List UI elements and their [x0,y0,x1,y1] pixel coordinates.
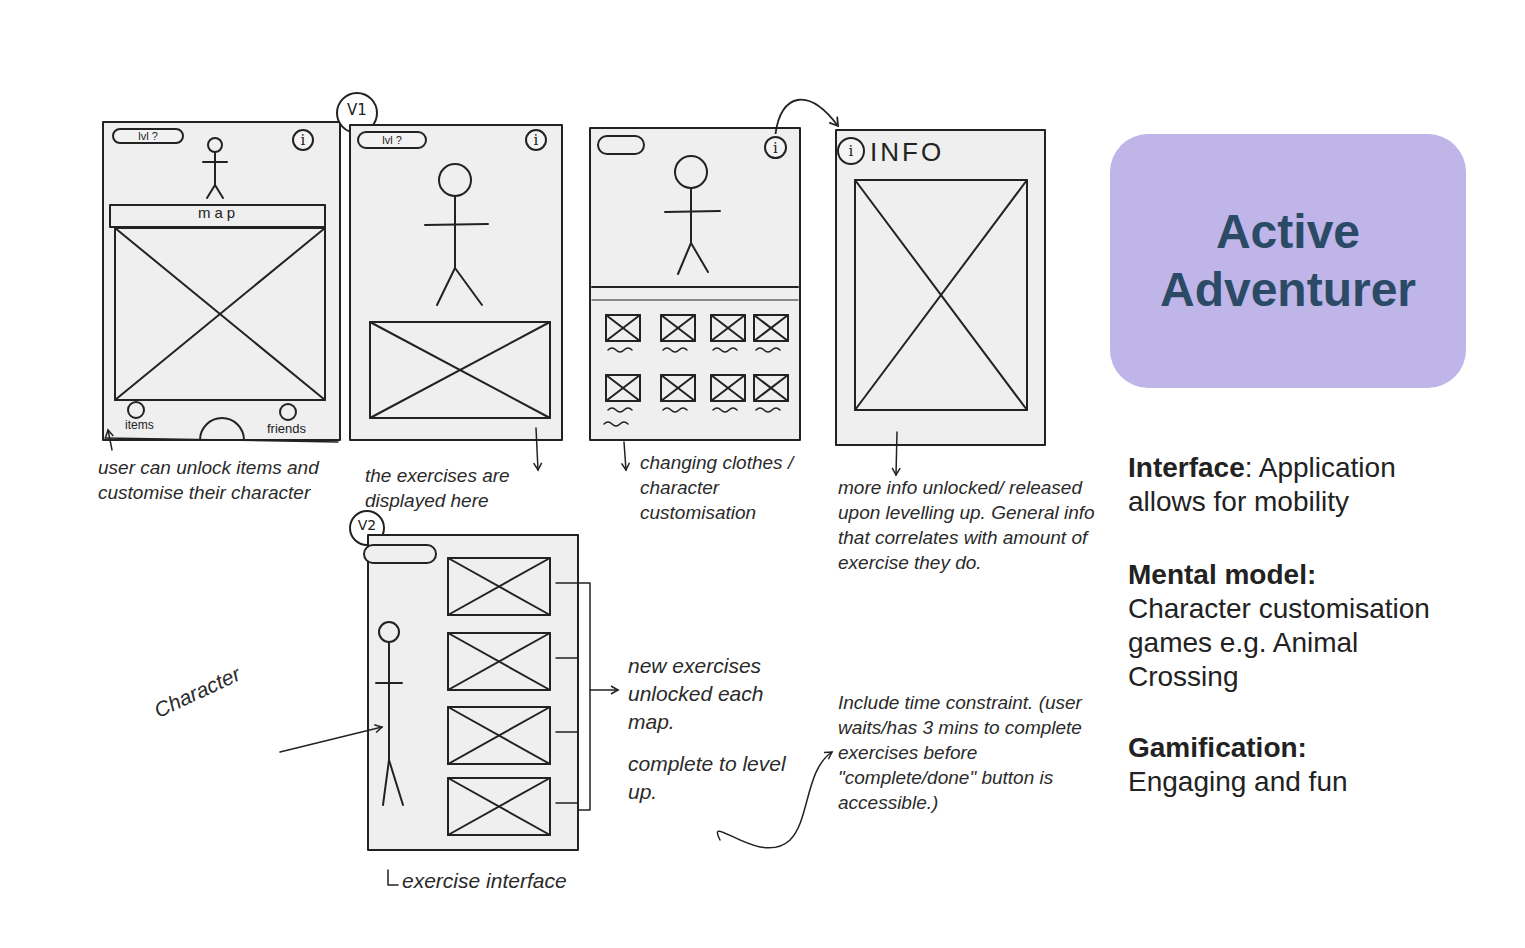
phone-screen: INFO i [836,130,1045,445]
node-text: i [534,131,539,149]
annotation: Character [150,654,260,723]
annotation: Include time constraint. (user waits/has… [838,690,1100,815]
level-pill: lvl ? [112,128,184,144]
description-text: Engaging and fun [1128,765,1468,799]
node-text: lvl ? [382,134,402,146]
description-block: Mental model:Character customisation gam… [1128,558,1468,694]
description-heading: Gamification: [1128,732,1307,763]
node-text: Active Adventurer [1110,203,1466,319]
title-box: Active Adventurer [1110,134,1466,388]
phone-screen: V2 [368,535,578,850]
description-heading: Interface [1128,452,1245,483]
info-icon: i [525,129,547,151]
description-block: Interface: Application allows for mobili… [1128,451,1468,519]
description-block: Gamification:Engaging and fun [1128,731,1468,799]
flow-arrow [776,100,839,134]
info-icon: i [837,137,865,165]
node-text: V2 [352,517,382,533]
node-text: i [773,139,778,157]
node-text: i [301,131,306,149]
annotation: more info unlocked/ released upon levell… [838,475,1096,575]
node-text: items [125,418,154,432]
phone-screen: map items friends lvl ? i [103,122,340,440]
annotation: exercise interface [402,868,622,893]
description-heading: Mental model: [1128,559,1316,590]
node-text: lvl ? [138,130,158,142]
annotation: new exercises unlocked each map. [628,652,813,736]
annotation: the exercises are displayed here [365,463,540,513]
annotation: user can unlock items and customise thei… [98,455,348,505]
level-pill: lvl ? [357,131,427,149]
annotation: changing clothes / character customisati… [640,450,810,525]
info-icon: i [292,129,314,151]
node-text: i [849,142,854,160]
description-text: Character customisation games e.g. Anima… [1128,592,1468,694]
phone-screen: V1lvl ?i [350,125,562,440]
node-text: friends [267,421,306,436]
node-text: V1 [342,101,372,119]
annotation: complete to level up. [628,750,788,806]
node-text: map [198,204,239,221]
node-text: INFO [870,137,944,168]
info-icon: i [764,136,787,159]
